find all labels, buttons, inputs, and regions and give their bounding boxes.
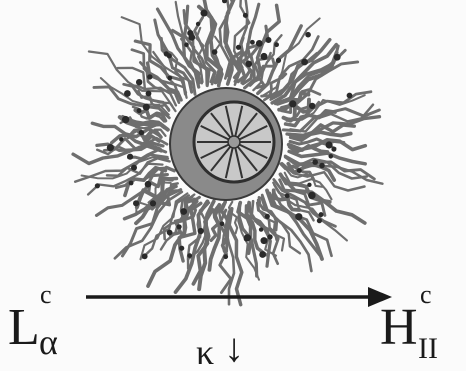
inverted-micelle-illustration: [73, 0, 382, 305]
lipid-headgroup: [285, 193, 290, 198]
lipid-headgroup: [309, 103, 315, 109]
lipid-headgroup: [347, 93, 353, 99]
lipid-headgroup: [236, 45, 241, 50]
lipid-headgroup: [167, 76, 172, 81]
lipid-headgroup: [167, 53, 172, 58]
lipid-tail: [122, 17, 186, 92]
lipid-headgroup: [184, 42, 189, 47]
lipid-headgroup: [95, 183, 100, 188]
lipid-headgroup: [201, 10, 208, 17]
lipid-headgroup: [147, 74, 152, 79]
lipid-headgroup: [139, 130, 144, 135]
lipid-headgroup: [222, 0, 227, 3]
lipid-headgroup: [150, 200, 156, 206]
lipid-headgroup: [243, 13, 248, 18]
down-arrow-icon: ↓: [224, 328, 244, 368]
lipid-headgroup: [142, 253, 148, 259]
lipid-headgroup: [136, 79, 142, 85]
lipid-headgroup: [212, 49, 218, 55]
phase-end-main: H: [380, 302, 418, 354]
lipid-headgroup: [196, 22, 200, 26]
lipid-headgroup: [122, 116, 129, 123]
phase-end-subscript: II: [418, 334, 438, 364]
lipid-headgroup: [137, 108, 142, 113]
lipid-headgroup: [265, 214, 270, 219]
kappa-symbol: κ: [196, 334, 214, 370]
micelle-core: [170, 88, 282, 200]
phase-start-main: L: [8, 302, 40, 354]
lipid-headgroup: [256, 40, 263, 47]
lipid-headgroup: [131, 165, 137, 171]
lipid-headgroup: [326, 141, 333, 148]
lipid-headgroup: [187, 253, 192, 258]
lipid-headgroup: [260, 53, 267, 60]
lipid-headgroup: [259, 251, 266, 258]
lipid-headgroup: [146, 91, 152, 97]
lipid-headgroup: [145, 181, 152, 188]
lipid-headgroup: [119, 137, 123, 141]
lipid-headgroup: [244, 236, 249, 241]
lipid-headgroup: [266, 37, 272, 43]
lipid-headgroup: [180, 208, 187, 215]
phase-start-superscript: c: [40, 282, 52, 308]
lipid-headgroup: [329, 154, 334, 159]
phase-end-superscript: c: [420, 282, 432, 308]
lipid-headgroup: [167, 230, 173, 236]
phase-start-subscript: α: [39, 324, 58, 360]
lipid-headgroup: [246, 61, 253, 68]
lipid-headgroup: [220, 222, 225, 227]
lipid-headgroup: [133, 200, 139, 206]
lipid-headgroup: [179, 246, 184, 251]
lipid-headgroup: [259, 227, 263, 231]
lipid-headgroup: [124, 90, 131, 97]
lipid-headgroup: [274, 42, 279, 47]
lipid-headgroup: [305, 32, 311, 38]
lipid-headgroup: [177, 224, 182, 229]
lipid-headgroup: [261, 237, 268, 244]
lipid-headgroup: [307, 183, 311, 187]
lipid-headgroup: [250, 40, 255, 45]
lipid-headgroup: [127, 154, 133, 160]
lipid-headgroup: [312, 159, 318, 165]
lipid-headgroup: [331, 147, 336, 152]
lipid-headgroup: [107, 144, 114, 151]
lipid-headgroup: [297, 168, 302, 173]
lipid-headgroup: [308, 192, 315, 199]
lipid-headgroup: [334, 54, 341, 61]
lipid-headgroup: [295, 213, 302, 220]
lipid-headgroup: [267, 234, 272, 239]
lipid-headgroup: [188, 34, 195, 41]
lipid-headgroup: [276, 58, 281, 63]
lipid-headgroup: [317, 218, 322, 223]
lipid-headgroup: [301, 59, 308, 66]
lipid-tail: [235, 0, 247, 85]
lipid-headgroup: [143, 104, 150, 111]
lipid-headgroup: [129, 181, 134, 186]
lipid-headgroup: [289, 100, 296, 107]
lipid-headgroup: [223, 254, 228, 259]
core-hub: [228, 136, 240, 148]
lipid-headgroup: [319, 212, 324, 217]
lipid-headgroup: [198, 228, 204, 234]
lipid-headgroup: [319, 163, 325, 169]
